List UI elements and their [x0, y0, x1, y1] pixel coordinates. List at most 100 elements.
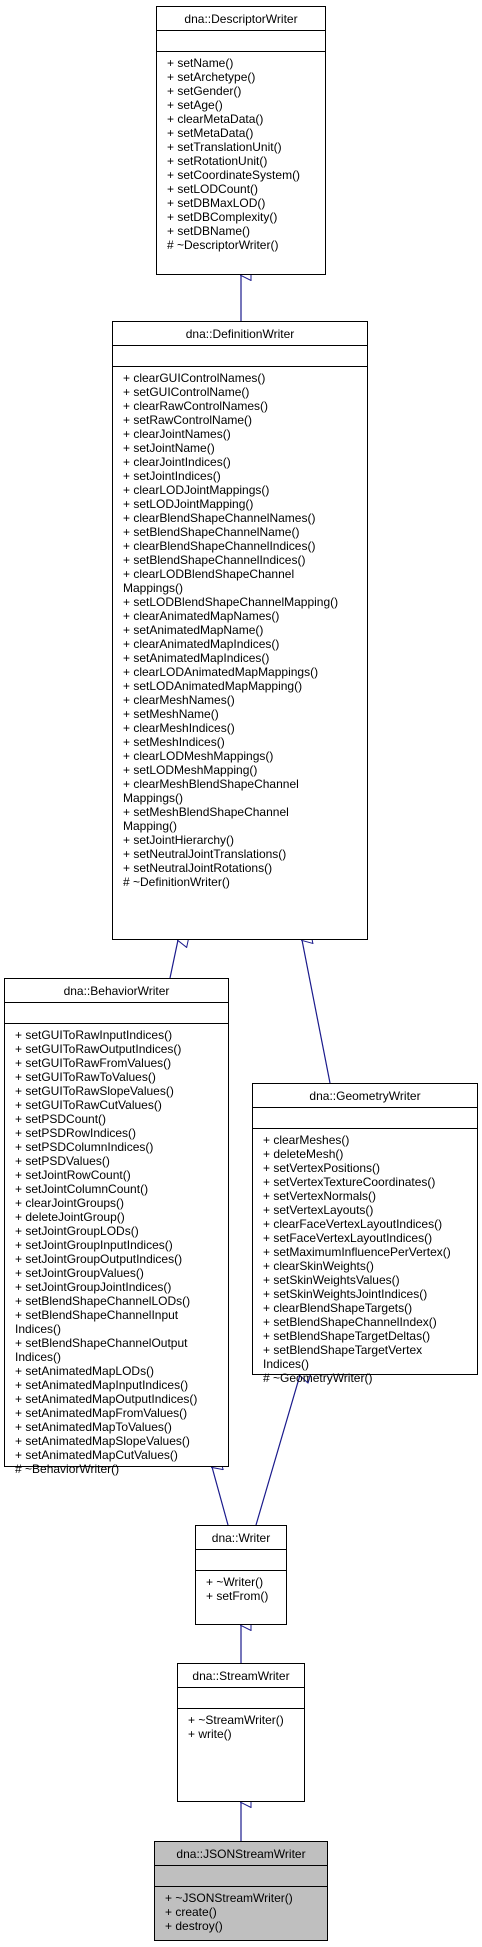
method: + setLODMeshMapping() — [123, 763, 258, 777]
method: + setPSDValues() — [15, 1154, 110, 1168]
class-name: dna::Writer — [196, 1526, 286, 1550]
method: + clearLODMeshMappings() — [123, 749, 274, 763]
class-name: dna::GeometryWriter — [253, 1084, 477, 1108]
method: + clearAnimatedMapIndices() — [123, 637, 280, 651]
method: + setBlendShapeChannelIndices() — [123, 553, 306, 567]
attributes-compartment — [155, 1866, 327, 1887]
class-name: dna::BehaviorWriter — [5, 979, 228, 1003]
class-json-stream-writer[interactable]: dna::JSONStreamWriter + ~JSONStreamWrite… — [154, 1841, 328, 1941]
method: + write() — [188, 1727, 232, 1741]
method: # ~DefinitionWriter() — [123, 875, 230, 889]
method: + setJointHierarchy() — [123, 833, 235, 847]
class-behavior-writer[interactable]: dna::BehaviorWriter + setGUIToRawInputIn… — [4, 978, 229, 1476]
method: + setLODAnimatedMapMapping() — [123, 679, 303, 693]
method: + setJointGroupJointIndices() — [15, 1280, 172, 1294]
method: + setName() — [167, 56, 234, 70]
method: # ~DescriptorWriter() — [167, 238, 279, 252]
edge-writer-behavior — [212, 1467, 229, 1526]
method: + clearJointNames() — [123, 427, 231, 441]
method: + setJointName() — [123, 441, 215, 455]
method: + setLODCount() — [167, 182, 259, 196]
method: + setGUIToRawToValues() — [15, 1070, 156, 1084]
method: + setSkinWeightsJointIndices() — [263, 1287, 428, 1301]
method: + setBlendShapeTargetVertex — [263, 1343, 423, 1357]
methods-compartment: + ~StreamWriter() + write() — [178, 1709, 304, 1745]
method: + setJointGroupValues() — [15, 1266, 144, 1280]
attributes-compartment — [113, 346, 367, 367]
method: Indices() — [263, 1357, 310, 1371]
class-name: dna::JSONStreamWriter — [155, 1842, 327, 1866]
class-name: dna::DescriptorWriter — [157, 7, 325, 31]
method: + setGUIToRawFromValues() — [15, 1056, 172, 1070]
method: Mappings() — [123, 581, 184, 595]
method: + setPSDCount() — [15, 1112, 107, 1126]
method: + setGUIToRawCutValues() — [15, 1098, 162, 1112]
method: + setJointColumnCount() — [15, 1182, 149, 1196]
class-stream-writer[interactable]: dna::StreamWriter + ~StreamWriter() + wr… — [177, 1663, 305, 1802]
method: + deleteMesh() — [263, 1147, 344, 1161]
class-descriptor-writer[interactable]: dna::DescriptorWriter + setName() + setA… — [156, 6, 326, 275]
method: + setNeutralJointTranslations() — [123, 847, 287, 861]
method: Indices() — [15, 1322, 62, 1336]
methods-compartment: + ~JSONStreamWriter() + create() + destr… — [155, 1887, 327, 1937]
method: + setBlendShapeChannelOutput — [15, 1336, 188, 1350]
method: # ~BehaviorWriter() — [15, 1462, 120, 1476]
method: + clearMeshIndices() — [123, 721, 235, 735]
method: + setBlendShapeChannelLODs() — [15, 1294, 191, 1308]
method: + setMeshName() — [123, 707, 219, 721]
class-name: dna::StreamWriter — [178, 1664, 304, 1688]
method: + clearLODJointMappings() — [123, 483, 270, 497]
method: + setVertexPositions() — [263, 1161, 381, 1175]
method: + clearJointIndices() — [123, 455, 231, 469]
class-geometry-writer[interactable]: dna::GeometryWriter + clearMeshes() + de… — [252, 1083, 478, 1385]
methods-compartment: + clearMeshes() + deleteMesh() + setVert… — [253, 1129, 477, 1389]
method: + setFrom() — [206, 1589, 269, 1603]
method: + clearBlendShapeTargets() — [263, 1301, 413, 1315]
method: + setAnimatedMapIndices() — [123, 651, 270, 665]
method: + clearMetaData() — [167, 112, 264, 126]
attributes-compartment — [157, 31, 325, 52]
method: + setAnimatedMapToValues() — [15, 1420, 172, 1434]
method: + setLODJointMapping() — [123, 497, 254, 511]
method: + setMaximumInfluencePerVertex() — [263, 1245, 451, 1259]
method: + setBlendShapeChannelInput — [15, 1308, 179, 1322]
method: + clearLODBlendShapeChannel — [123, 567, 295, 581]
method: + setBlendShapeChannelName() — [123, 525, 300, 539]
method: + setBlendShapeChannelIndex() — [263, 1315, 437, 1329]
method: + ~JSONStreamWriter() — [165, 1891, 293, 1905]
method: + setArchetype() — [167, 70, 256, 84]
method: + clearBlendShapeChannelNames() — [123, 511, 316, 525]
method: + setDBMaxLOD() — [167, 196, 266, 210]
method: + setDBComplexity() — [167, 210, 278, 224]
method: + setTranslationUnit() — [167, 140, 282, 154]
attributes-compartment — [5, 1003, 228, 1024]
attributes-compartment — [253, 1108, 477, 1129]
class-writer[interactable]: dna::Writer + ~Writer() + setFrom() — [195, 1525, 287, 1625]
method: + create() — [165, 1905, 217, 1919]
method: + setAnimatedMapLODs() — [15, 1364, 155, 1378]
method: + setGender() — [167, 84, 242, 98]
method: + clearMeshBlendShapeChannel — [123, 777, 299, 791]
method: + setAge() — [167, 98, 223, 112]
edge-behavior-definition — [169, 940, 178, 979]
method: + setAnimatedMapFromValues() — [15, 1406, 188, 1420]
method: # ~GeometryWriter() — [263, 1371, 373, 1385]
method: + setDBName() — [167, 224, 251, 238]
method: + setMeshBlendShapeChannel — [123, 805, 289, 819]
method: + deleteJointGroup() — [15, 1210, 125, 1224]
edge-geometry-definition — [302, 940, 331, 1084]
method: Indices() — [15, 1350, 62, 1364]
method: + setGUIToRawSlopeValues() — [15, 1084, 174, 1098]
method: + clearSkinWeights() — [263, 1259, 374, 1273]
method: + setJointIndices() — [123, 469, 221, 483]
method: + setGUIControlName() — [123, 385, 250, 399]
method: + setJointRowCount() — [15, 1168, 131, 1182]
method: + setAnimatedMapSlopeValues() — [15, 1434, 190, 1448]
method: + setJointGroupOutputIndices() — [15, 1252, 183, 1266]
attributes-compartment — [196, 1550, 286, 1571]
class-definition-writer[interactable]: dna::DefinitionWriter + clearGUIControlN… — [112, 321, 368, 940]
methods-compartment: + setName() + setArchetype() + setGender… — [157, 52, 325, 256]
method: + setMetaData() — [167, 126, 254, 140]
method: + clearGUIControlNames() — [123, 371, 266, 385]
